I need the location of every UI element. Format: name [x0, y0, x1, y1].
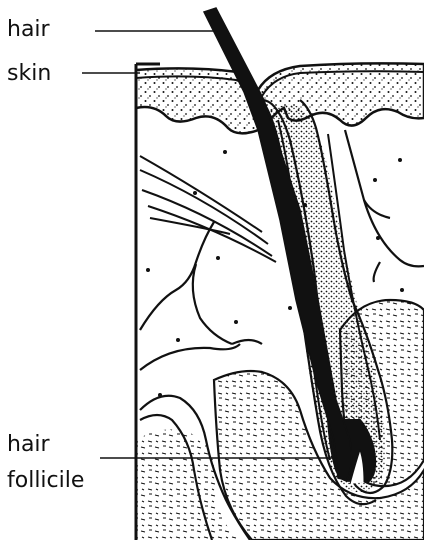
connective-fibers [140, 156, 276, 262]
skin-cross-section [136, 63, 424, 540]
label-skin: skin [7, 61, 51, 86]
label-hair-follicle-line1: hair [7, 432, 50, 457]
label-hair: hair [7, 17, 50, 42]
label-hair-follicle-line2: follicile [7, 468, 84, 493]
